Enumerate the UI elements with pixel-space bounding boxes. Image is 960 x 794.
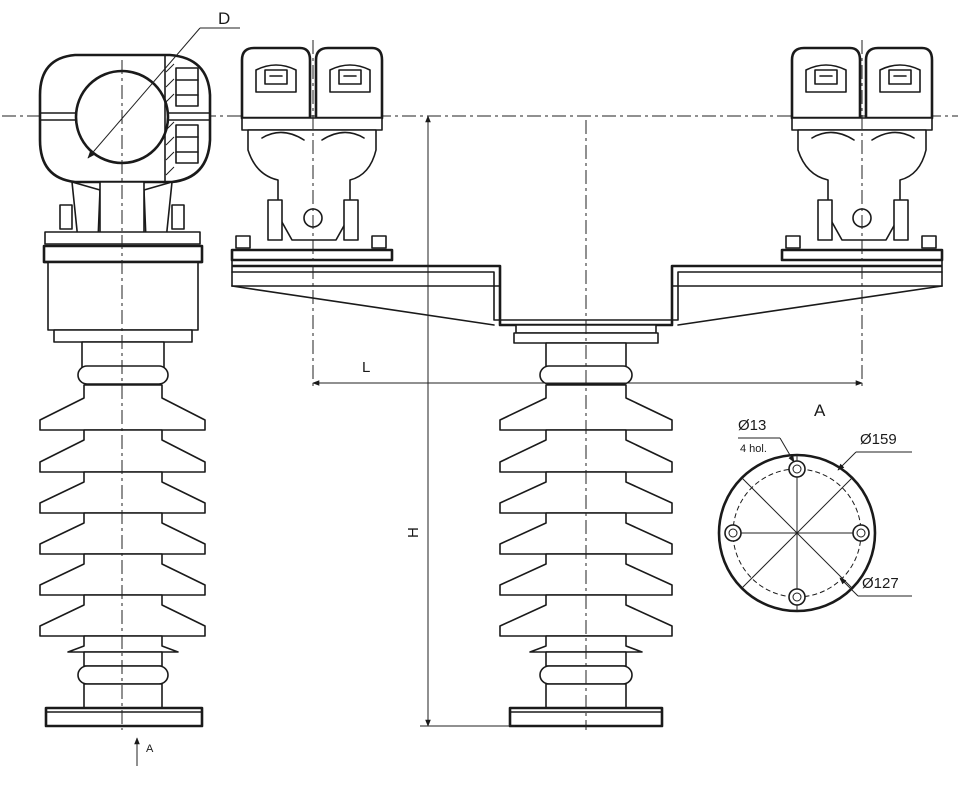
left-terminal (235, 46, 387, 249)
height-h-label: H (405, 527, 422, 538)
bolt-hole (788, 460, 806, 478)
hole-dia-label: Ø13 (738, 417, 766, 434)
side-clamp (38, 53, 212, 184)
crossbar (230, 248, 944, 327)
length-l-label: L (362, 359, 370, 376)
front-view: L H (230, 40, 944, 730)
bolt-hole (788, 588, 806, 606)
view-arrow-label: A (146, 743, 154, 755)
view-a-flange: A Ø13 4 hol. Ø159 Ø127 (717, 401, 912, 613)
diameter-d-label: D (218, 9, 230, 28)
hole-count-label: 4 hol. (740, 443, 767, 455)
flange-outer-label: Ø159 (860, 431, 897, 448)
bolt-hole (852, 524, 870, 542)
bolt-hole (724, 524, 742, 542)
right-terminal (785, 46, 937, 249)
diameter-d-line (87, 27, 201, 159)
view-a-title: A (814, 401, 826, 420)
side-view: D (38, 9, 240, 766)
bolt-circle-label: Ø127 (862, 575, 899, 592)
